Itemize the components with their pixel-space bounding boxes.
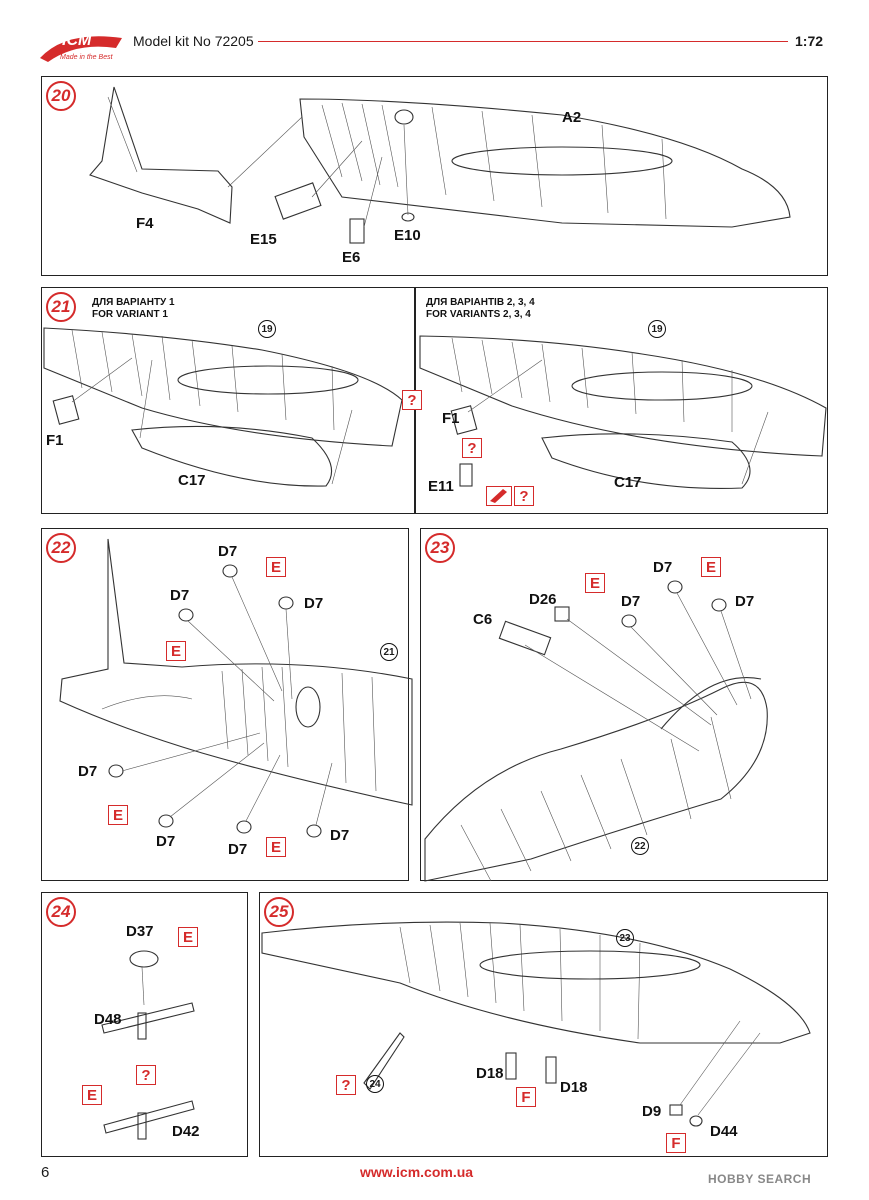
paint-e-box-3: E — [108, 805, 128, 825]
label-c17-left: C17 — [178, 472, 206, 489]
ref-step-22: 22 — [631, 837, 649, 855]
label-f1-left: F1 — [46, 432, 64, 449]
step-21-drawing — [43, 327, 827, 489]
label-f1-right: F1 — [442, 410, 460, 427]
kit-title: Model kit No 72205 — [133, 33, 254, 49]
ref-step-24: 24 — [366, 1075, 384, 1093]
label-d7-2: D7 — [304, 595, 324, 612]
logo-text: ICM — [62, 32, 92, 49]
header-rule — [258, 41, 788, 43]
label-d18-2: D18 — [560, 1079, 588, 1096]
label-e6: E6 — [342, 249, 361, 266]
step-20-drawing — [89, 86, 791, 244]
scale-label: 1:72 — [795, 33, 824, 49]
step-25-panel: 25 23 24 ? D18 D18 F D9 D44 F — [259, 892, 828, 1157]
step-25-badge: 25 — [264, 897, 294, 927]
variant-2-4-title-en: FOR VARIANTS 2, 3, 4 — [426, 309, 531, 320]
label-d42: D42 — [172, 1123, 200, 1140]
label-d26: D26 — [529, 591, 557, 608]
logo-tagline: Made in the Best — [60, 54, 113, 61]
unknown-paint-box-right-2: ? — [514, 486, 534, 506]
unknown-paint-box-right-1: ? — [462, 438, 482, 458]
paint-e-box-4: E — [266, 837, 286, 857]
label-e15: E15 — [250, 231, 277, 248]
paint-brush-icon — [486, 486, 512, 506]
label-a2: A2 — [562, 109, 582, 126]
step-24-panel: 24 D37 D48 D42 E E ? — [41, 892, 248, 1157]
label-d7-c: D7 — [735, 593, 755, 610]
icm-logo — [40, 36, 122, 62]
label-d7-6: D7 — [228, 841, 248, 858]
variant-1-title-ua: ДЛЯ ВАРІАНТУ 1 — [92, 297, 175, 308]
label-d44: D44 — [710, 1123, 738, 1140]
step-22-panel: 22 21 D7 D7 D7 D7 D7 D7 D7 E E E E — [41, 528, 413, 881]
paint-e-box-7: E — [178, 927, 198, 947]
ref-step-19-left: 19 — [258, 320, 276, 338]
unknown-paint-box-24: ? — [136, 1065, 156, 1085]
step-23-badge: 23 — [425, 533, 455, 563]
label-d7-b: D7 — [621, 593, 641, 610]
variant-2-4-title-ua: ДЛЯ ВАРІАНТІВ 2, 3, 4 — [426, 297, 535, 308]
label-d37: D37 — [126, 923, 154, 940]
paint-f-box-2: F — [666, 1133, 686, 1153]
paint-e-box-2: E — [166, 641, 186, 661]
label-e10: E10 — [394, 227, 421, 244]
unknown-paint-box-left: ? — [402, 390, 422, 410]
label-d9: D9 — [642, 1103, 662, 1120]
label-d18-1: D18 — [476, 1065, 504, 1082]
ref-step-23: 23 — [616, 929, 634, 947]
step-23-drawing — [424, 580, 768, 882]
label-c6: C6 — [473, 611, 493, 628]
label-f4: F4 — [136, 215, 154, 232]
variant-1-title-en: FOR VARIANT 1 — [92, 309, 168, 320]
label-d48: D48 — [94, 1011, 122, 1028]
paint-f-box-1: F — [516, 1087, 536, 1107]
label-d7-4: D7 — [78, 763, 98, 780]
variant-1-title: ДЛЯ ВАРІАНТУ 1 FOR VARIANT 1 — [92, 297, 175, 321]
label-d7-5: D7 — [156, 833, 176, 850]
step-21-badge: 21 — [46, 292, 76, 322]
label-d7-3: D7 — [170, 587, 190, 604]
label-d7-1: D7 — [218, 543, 238, 560]
step-22-drawing — [59, 538, 413, 838]
label-c17-right: C17 — [614, 474, 642, 491]
website-link[interactable]: www.icm.com.ua — [360, 1164, 474, 1180]
paint-e-box-6: E — [701, 557, 721, 577]
label-d7-7: D7 — [330, 827, 350, 844]
page-number: 6 — [41, 1164, 50, 1181]
step-23-panel: 23 22 D7 D7 D7 D26 C6 E E — [420, 528, 828, 882]
paint-e-box-5: E — [585, 573, 605, 593]
unknown-paint-box-25: ? — [336, 1075, 356, 1095]
step-20-panel: 20 A2 F4 E15 E6 E10 — [41, 76, 828, 276]
step-24-drawing — [101, 950, 195, 1140]
ref-step-19-right: 19 — [648, 320, 666, 338]
label-e11: E11 — [428, 478, 454, 495]
paint-e-box-1: E — [266, 557, 286, 577]
ref-step-21: 21 — [380, 643, 398, 661]
step-22-badge: 22 — [46, 533, 76, 563]
step-24-badge: 24 — [46, 897, 76, 927]
step-25-drawing — [261, 921, 811, 1127]
watermark: HOBBY SEARCH — [708, 1172, 812, 1186]
step-21-panel: 21 ДЛЯ ВАРІАНТУ 1 FOR VARIANT 1 19 F1 C1… — [41, 287, 828, 514]
step-20-badge: 20 — [46, 81, 76, 111]
label-d7-a: D7 — [653, 559, 673, 576]
variant-2-4-title: ДЛЯ ВАРІАНТІВ 2, 3, 4 FOR VARIANTS 2, 3,… — [426, 297, 535, 321]
paint-e-box-8: E — [82, 1085, 102, 1105]
